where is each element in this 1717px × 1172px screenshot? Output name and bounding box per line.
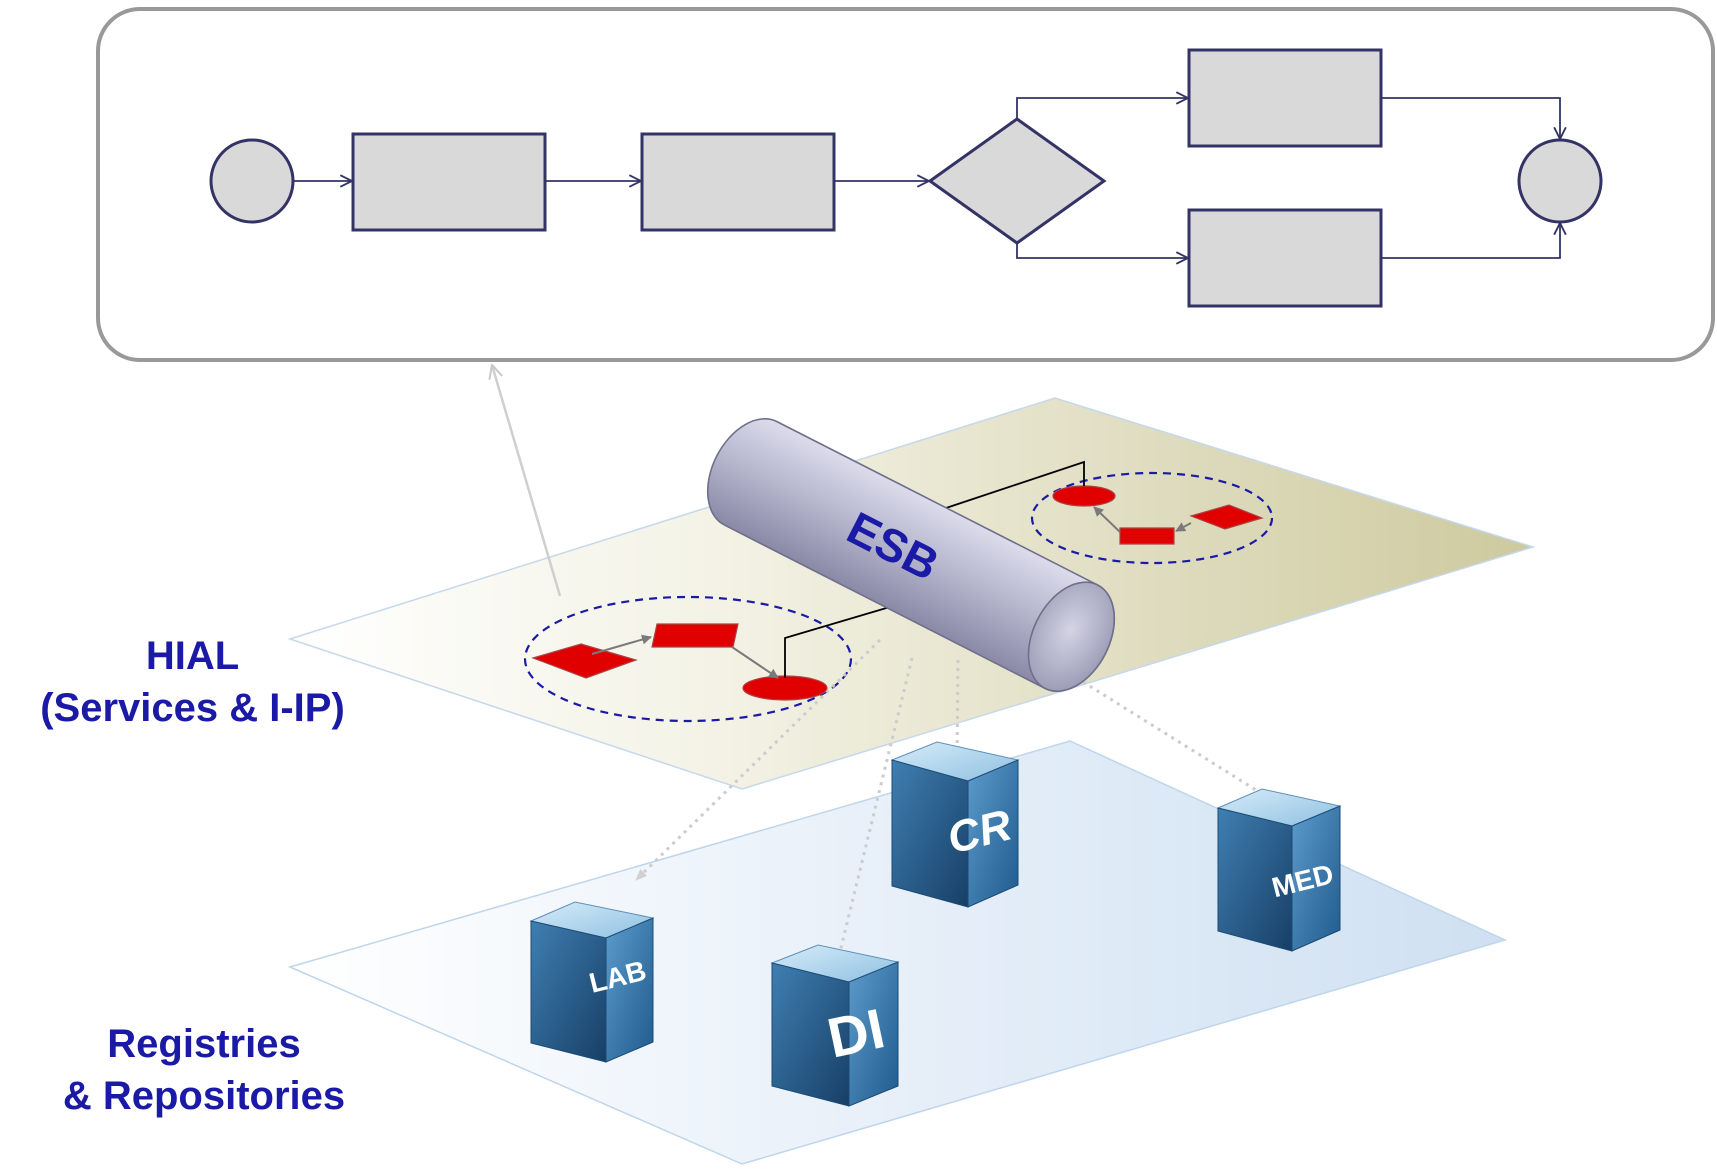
repository-med: MED bbox=[1216, 788, 1342, 952]
start-event bbox=[209, 138, 295, 224]
flow-gateway-upper bbox=[1016, 98, 1188, 119]
repository-label: DI bbox=[822, 996, 890, 1069]
esb-cylinder-end bbox=[1027, 581, 1116, 693]
esb-connector bbox=[784, 593, 935, 678]
hial-title: HIAL bbox=[145, 634, 240, 678]
link-esb-cr bbox=[952, 659, 962, 763]
repository-links bbox=[634, 638, 1274, 962]
process-frame bbox=[96, 7, 1715, 362]
service-diamond bbox=[531, 643, 638, 679]
task-upper bbox=[1187, 48, 1383, 148]
service-rect bbox=[1119, 527, 1175, 545]
hial-subtitle: (Services & I-IP) bbox=[40, 686, 345, 730]
registries-subtitle: & Repositories bbox=[62, 1074, 346, 1118]
service-ellipse bbox=[1052, 485, 1116, 507]
link-esb-med bbox=[1055, 663, 1274, 802]
service-group-boundary bbox=[1030, 471, 1274, 565]
repository-lab: LAB bbox=[529, 901, 655, 1063]
task-1 bbox=[351, 132, 547, 232]
hial-layer-label: HIAL (Services & I-IP) bbox=[0, 630, 385, 734]
service-group-boundary bbox=[523, 595, 853, 723]
cube-side bbox=[1291, 805, 1341, 952]
registries-title: Registries bbox=[107, 1022, 301, 1066]
service-link bbox=[731, 646, 779, 679]
task-2 bbox=[640, 132, 836, 232]
link-esb-lab bbox=[634, 638, 882, 882]
orchestration-link bbox=[492, 365, 562, 597]
service-link bbox=[1175, 522, 1192, 532]
service-group-right bbox=[945, 460, 1274, 565]
process-flow-panel bbox=[96, 7, 1715, 362]
esb-connector bbox=[945, 460, 1085, 509]
service-group-left bbox=[523, 593, 935, 723]
flow-lower-end bbox=[1381, 223, 1560, 259]
cube-side bbox=[848, 961, 899, 1107]
repository-cr: CR bbox=[890, 741, 1020, 908]
service-link bbox=[1093, 506, 1121, 533]
registries-layer-label: Registries & Repositories bbox=[0, 1018, 408, 1122]
service-diamond bbox=[1189, 504, 1264, 530]
service-ellipse bbox=[742, 675, 828, 701]
service-rect bbox=[651, 623, 739, 648]
task-lower bbox=[1187, 208, 1383, 308]
cube-side bbox=[605, 917, 654, 1063]
gateway bbox=[927, 117, 1107, 245]
end-event bbox=[1517, 138, 1603, 224]
flow-gateway-lower bbox=[1016, 243, 1188, 258]
repository-di: DI bbox=[770, 944, 900, 1107]
service-link bbox=[591, 634, 652, 655]
flow-upper-end bbox=[1381, 97, 1560, 139]
cube-side bbox=[967, 759, 1019, 908]
esb-bus: ESB bbox=[706, 418, 1116, 693]
sequence-flows bbox=[293, 98, 1560, 258]
